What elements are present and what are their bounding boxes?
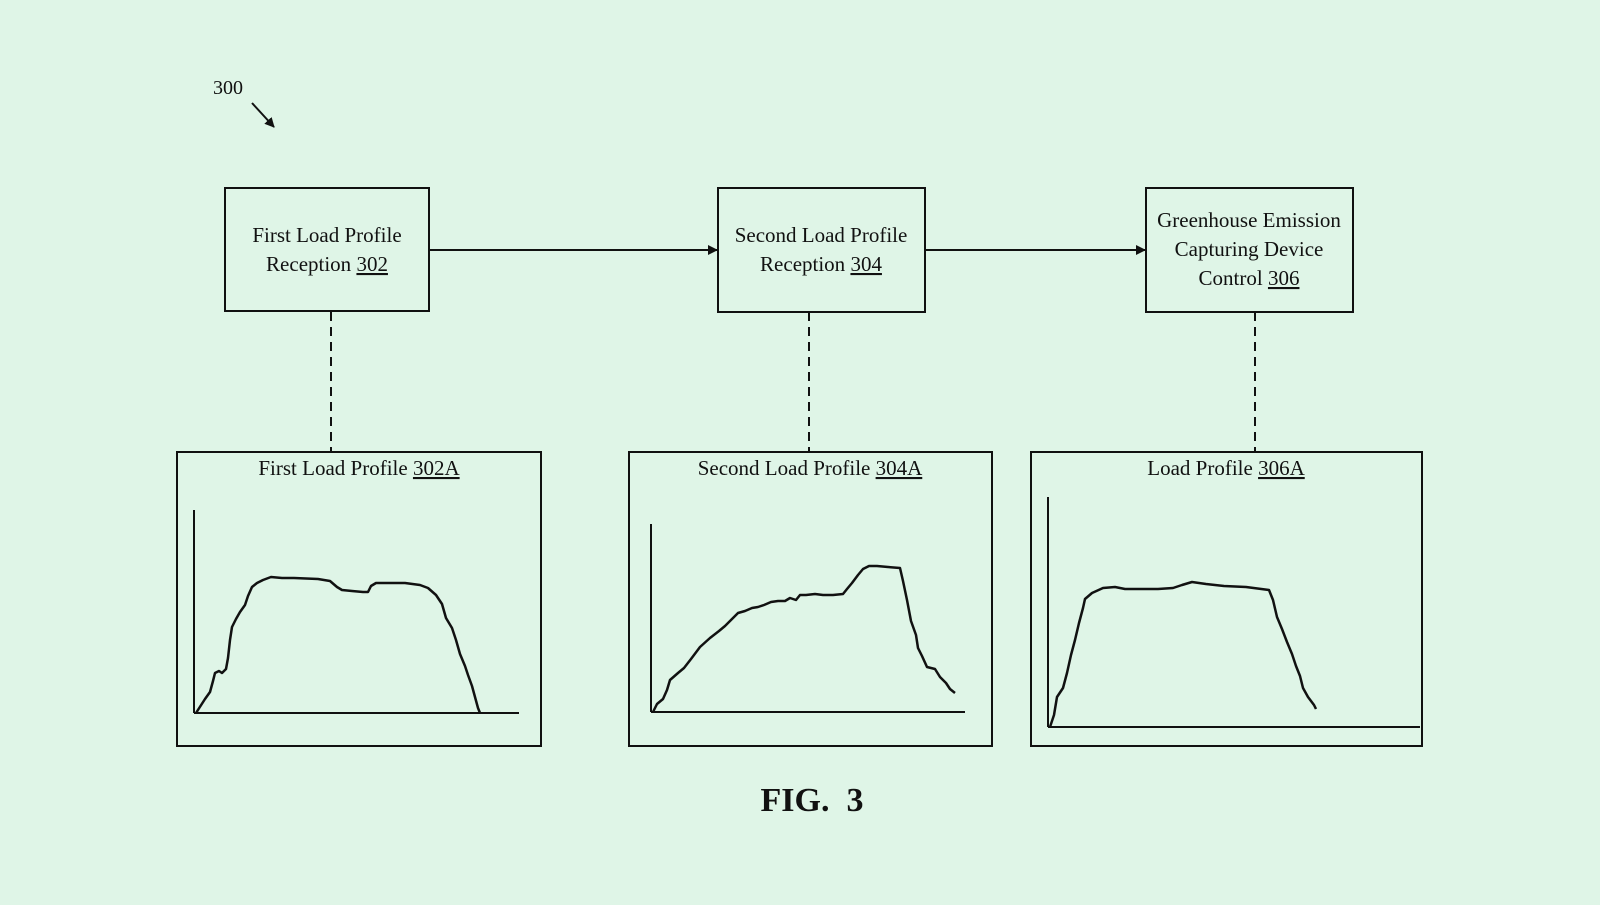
panel-306A-ref: 306A [1258,456,1306,480]
block-306-line-2: Capturing Device [1175,237,1324,261]
block-306-ref: 306 [1268,266,1300,290]
panel-306A-box [1030,451,1423,747]
figure-caption: FIG. 3 [761,782,864,819]
panel-304A-title: Second Load Profile 304A [698,456,923,480]
figure-reference-numeral: 300 [213,77,243,99]
block-306-line-3: Control 306 [1199,266,1300,290]
block-302-ref: 302 [356,252,388,276]
panel-302A-box [176,451,542,747]
block-304-line-2: Reception 304 [760,252,882,276]
panel-302A-curve [194,575,482,714]
panel-second-load-profile: Second Load Profile 304A [628,451,993,747]
block-304-ref: 304 [850,252,882,276]
block-304-box [717,187,926,313]
block-302-line-2: Reception 302 [266,252,388,276]
block-302-box [224,187,430,312]
panel-304A-box [628,451,993,747]
block-302-line-1: First Load Profile [252,223,401,247]
block-second-load-profile-reception: Second Load Profile Reception 304 [717,187,926,313]
block-greenhouse-emission-capturing-device-control: Greenhouse Emission Capturing Device Con… [1145,187,1354,313]
panel-306A-title: Load Profile 306A [1147,456,1305,480]
reference-arrow [251,102,275,128]
panel-first-load-profile: First Load Profile 302A [176,451,542,747]
panel-306A-curve [1048,580,1318,728]
block-306-line-1: Greenhouse Emission [1157,208,1341,232]
block-306-box [1145,187,1354,313]
block-first-load-profile-reception: First Load Profile Reception 302 [224,187,430,312]
panel-302A-ref: 302A [413,456,461,480]
block-304-line-1: Second Load Profile [735,223,908,247]
panel-load-profile: Load Profile 306A [1030,451,1423,747]
panel-304A-ref: 304A [876,456,924,480]
panel-304A-curve [651,564,956,713]
panel-302A-title: First Load Profile 302A [258,456,460,480]
